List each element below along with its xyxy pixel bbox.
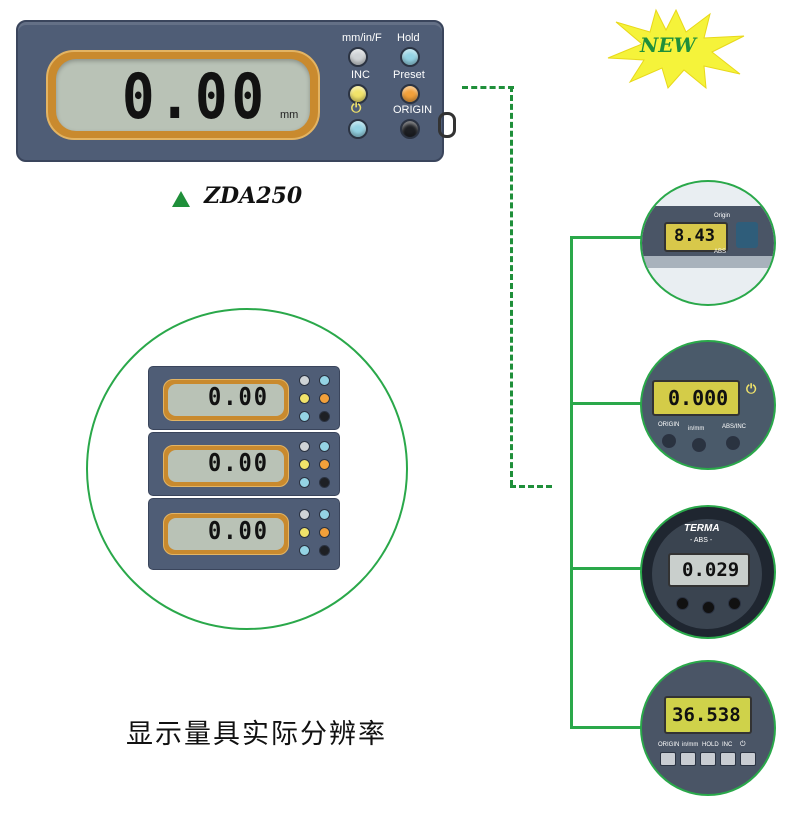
indicator-button-1[interactable] xyxy=(662,434,676,448)
stacked-unit-1-btn-e[interactable] xyxy=(299,411,310,422)
stacked-unit-2-btn-c[interactable] xyxy=(299,459,310,470)
gauge-caliper-thumbnail: 8.43 Origin ABS xyxy=(640,180,776,306)
caliper-beam xyxy=(642,256,774,268)
resolution-caption: 显示量具实际分辨率 xyxy=(126,719,387,750)
height-button-2[interactable] xyxy=(680,752,696,766)
dashed-connector-top xyxy=(462,86,514,89)
stacked-unit-2-reading: 0.00 xyxy=(208,449,269,478)
gauge-height-thumbnail: 36.538 ORIGIN in/mm HOLD INC ⏻ xyxy=(640,660,776,796)
caliper-side-window xyxy=(736,222,758,248)
main-reading: 0.00 xyxy=(122,60,269,133)
stacked-unit-1-btn-c[interactable] xyxy=(299,393,310,404)
height-reading: 36.538 xyxy=(672,704,741,726)
stacked-unit-3-frame: 0.00 xyxy=(163,513,289,555)
stacked-unit-2-btn-b[interactable] xyxy=(319,441,330,452)
height-button-1[interactable] xyxy=(660,752,676,766)
height-label-hold: HOLD xyxy=(702,742,719,748)
new-badge-text: NEW xyxy=(640,33,696,57)
stacked-unit-3-btn-c[interactable] xyxy=(299,527,310,538)
btn-label-inc: INC xyxy=(351,69,370,81)
stacked-unit-3-btn-e[interactable] xyxy=(299,545,310,556)
stacked-unit-3-btn-a[interactable] xyxy=(299,509,310,520)
dial-mode: - ABS - xyxy=(690,537,713,544)
stacked-unit-2-btn-d[interactable] xyxy=(319,459,330,470)
dial-brand: TERMA xyxy=(684,523,720,534)
indicator-reading: 0.000 xyxy=(668,386,729,410)
stacked-unit-1: 0.00 xyxy=(148,366,340,430)
dashed-connector-vertical xyxy=(510,86,513,486)
unit-label: mm xyxy=(280,109,299,121)
mode-button[interactable] xyxy=(348,47,368,67)
new-starburst-icon xyxy=(607,8,745,90)
power-icon: ⏻ xyxy=(351,101,362,116)
bracket-branch-1 xyxy=(570,236,642,239)
lcd-frame: 0.00 mm xyxy=(46,50,320,140)
stacked-unit-1-btn-a[interactable] xyxy=(299,375,310,386)
height-label-origin: ORIGIN xyxy=(658,742,680,748)
stacked-unit-2: 0.00 xyxy=(148,432,340,496)
height-label-inc: INC xyxy=(722,742,733,748)
stacked-unit-1-btn-b[interactable] xyxy=(319,375,330,386)
dial-button-1[interactable] xyxy=(676,597,689,610)
bracket-branch-4 xyxy=(570,726,642,729)
stacked-unit-2-btn-a[interactable] xyxy=(299,441,310,452)
gauge-dial-thumbnail: TERMA - ABS - 0.029 xyxy=(640,505,776,639)
btn-label-mode: mm/in/F xyxy=(342,32,382,44)
height-lcd: 36.538 xyxy=(664,696,752,734)
stacked-unit-2-lcd: 0.00 xyxy=(168,449,284,482)
inc-button[interactable] xyxy=(348,84,368,104)
cable-connector-icon xyxy=(438,112,456,138)
stacked-unit-3-btn-d[interactable] xyxy=(319,527,330,538)
stacked-unit-1-btn-f[interactable] xyxy=(319,411,330,422)
indicator-label-origin: ORIGIN xyxy=(658,422,680,428)
height-button-3[interactable] xyxy=(700,752,716,766)
model-label: ZDA250 xyxy=(204,183,303,209)
stacked-unit-3-btn-f[interactable] xyxy=(319,545,330,556)
caliper-reading: 8.43 xyxy=(674,226,715,246)
height-label-inmm: in/mm xyxy=(682,742,699,748)
bracket-vertical xyxy=(570,236,573,728)
bracket-branch-3 xyxy=(570,567,642,570)
indicator-label-absinc: ABS/INC xyxy=(722,424,747,430)
stacked-unit-1-reading: 0.00 xyxy=(208,383,269,412)
btn-label-preset: Preset xyxy=(393,69,425,81)
stacked-unit-2-frame: 0.00 xyxy=(163,445,289,487)
stacked-unit-3-lcd: 0.00 xyxy=(168,517,284,550)
bracket-branch-2 xyxy=(570,402,642,405)
dial-button-3[interactable] xyxy=(728,597,741,610)
triangle-marker-icon xyxy=(172,191,190,207)
indicator-button-3[interactable] xyxy=(726,436,740,450)
stacked-unit-3-btn-b[interactable] xyxy=(319,509,330,520)
height-button-4[interactable] xyxy=(720,752,736,766)
stacked-unit-1-btn-d[interactable] xyxy=(319,393,330,404)
caliper-label-abs: ABS xyxy=(714,249,727,255)
caliper-lcd: 8.43 xyxy=(664,222,728,252)
height-label-power: ⏻ xyxy=(740,741,746,748)
gauge-indicator-thumbnail: 0.000 ⏻ ORIGIN in/mm ABS/INC xyxy=(640,340,776,470)
dial-lcd: 0.029 xyxy=(668,553,750,587)
dial-button-2[interactable] xyxy=(702,601,715,614)
dial-reading: 0.029 xyxy=(682,559,740,581)
indicator-lcd: 0.000 xyxy=(652,380,740,416)
stacked-unit-1-frame: 0.00 xyxy=(163,379,289,421)
btn-label-origin: ORIGIN xyxy=(393,104,433,116)
hold-button[interactable] xyxy=(400,47,420,67)
power-button[interactable] xyxy=(348,119,368,139)
lcd-screen: 0.00 mm xyxy=(56,59,310,133)
stacked-unit-3-reading: 0.00 xyxy=(208,517,269,546)
caliper-label-origin: Origin xyxy=(714,213,731,219)
preset-button[interactable] xyxy=(400,84,420,104)
origin-button[interactable] xyxy=(400,119,420,139)
indicator-label-inmm: in/mm xyxy=(688,426,705,432)
stacked-unit-2-btn-e[interactable] xyxy=(299,477,310,488)
btn-label-hold: Hold xyxy=(397,32,420,44)
stacked-unit-1-lcd: 0.00 xyxy=(168,383,284,416)
main-display-unit: 0.00 mm mm/in/F Hold INC Preset ⏻ ORIGIN xyxy=(16,20,444,162)
height-button-5[interactable] xyxy=(740,752,756,766)
indicator-power-icon: ⏻ xyxy=(746,382,757,397)
indicator-button-2[interactable] xyxy=(692,438,706,452)
dashed-connector-bottom xyxy=(510,485,552,488)
stacked-unit-3: 0.00 xyxy=(148,498,340,570)
stacked-unit-2-btn-f[interactable] xyxy=(319,477,330,488)
